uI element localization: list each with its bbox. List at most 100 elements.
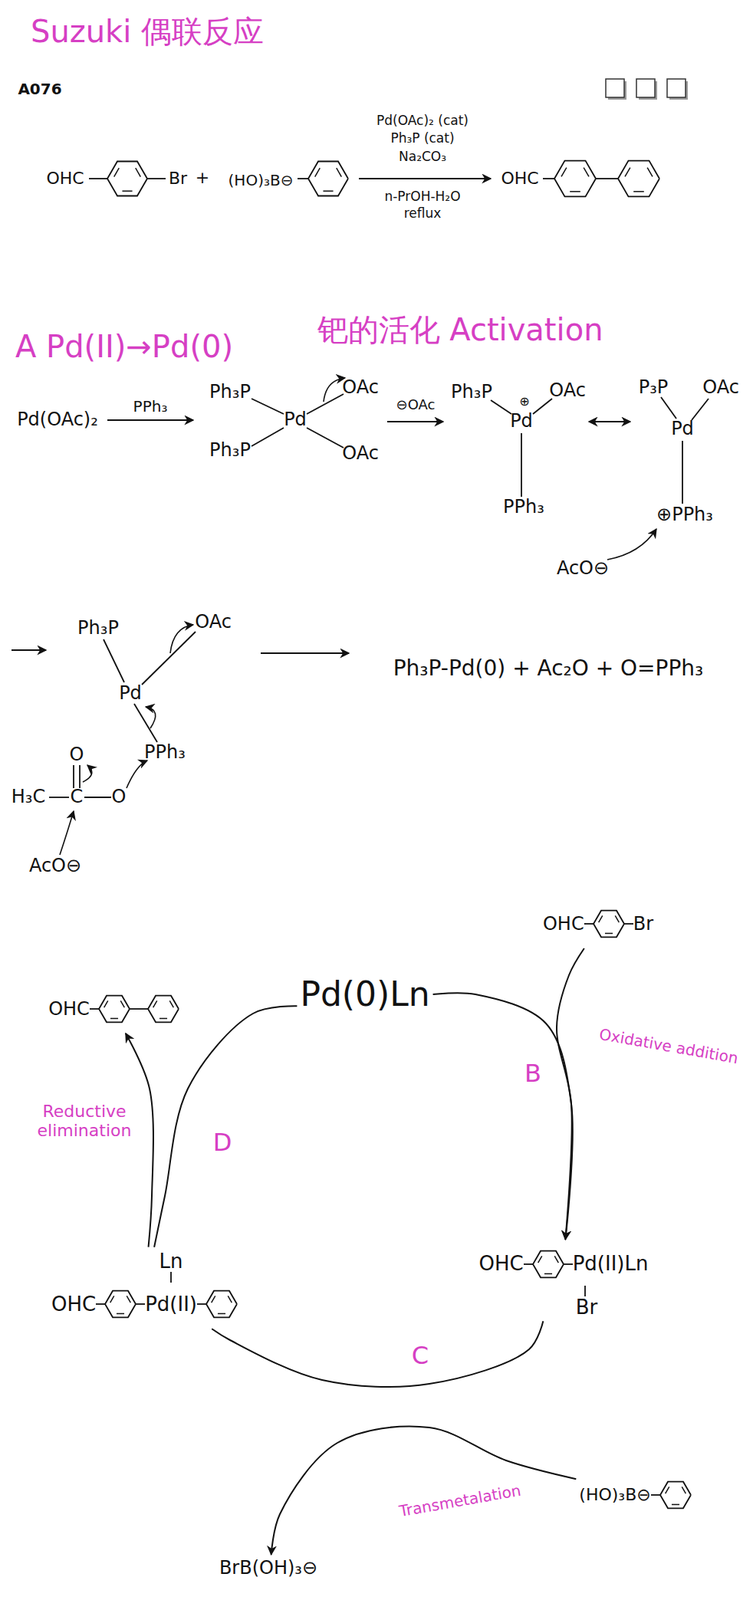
double-bond bbox=[681, 1486, 686, 1494]
double-bond bbox=[217, 1313, 226, 1316]
species-text: BrB(OH)₃⊖ bbox=[219, 1558, 318, 1579]
double-bond bbox=[114, 167, 120, 177]
formula-text: Pd bbox=[670, 418, 694, 441]
cycle-arrow bbox=[154, 1006, 297, 1248]
benzene-ring bbox=[147, 996, 179, 1023]
bond-line bbox=[691, 398, 709, 421]
double-bond bbox=[126, 1296, 131, 1304]
double-bond bbox=[211, 1296, 216, 1304]
step-name: Reductive elimination bbox=[29, 1101, 140, 1142]
double-bond bbox=[159, 1018, 168, 1020]
benzene-ring bbox=[95, 1282, 145, 1326]
section-mark: 钯的活化 Activation bbox=[317, 312, 604, 348]
formula-text: Ph₃P-Pd(0) + Ac₂O + O=PPh₃ bbox=[393, 656, 704, 681]
double-bond bbox=[315, 167, 321, 177]
formula-text: PPh₃ bbox=[503, 496, 545, 519]
double-bond bbox=[633, 190, 645, 193]
formula-text: n-PrOH-H₂O bbox=[384, 189, 461, 205]
formula-text: OAc bbox=[341, 377, 379, 399]
step-name: Transmetalation bbox=[396, 1481, 524, 1521]
benzene-ring bbox=[197, 1282, 241, 1326]
formula-text: Na₂CO₃ bbox=[398, 149, 447, 165]
species-text: Ln bbox=[159, 1250, 184, 1273]
bond-line bbox=[563, 1263, 573, 1266]
bond-line bbox=[197, 1303, 207, 1306]
benzene-ring bbox=[105, 1291, 136, 1319]
formula-text: A076 bbox=[17, 80, 62, 99]
double-bond bbox=[598, 915, 602, 923]
species-text: Br bbox=[575, 1296, 599, 1319]
bond-line bbox=[138, 1008, 148, 1010]
benzene-ring bbox=[584, 902, 634, 946]
reaction-arrow bbox=[260, 652, 349, 655]
benzene-ring bbox=[660, 1482, 691, 1510]
double-bond bbox=[569, 190, 581, 193]
chem-species: BrB(OH)₃⊖ bbox=[216, 1555, 321, 1582]
checkbox bbox=[667, 78, 686, 98]
double-bond bbox=[120, 1000, 125, 1008]
curved-arrow bbox=[170, 624, 194, 654]
bond-line bbox=[584, 1285, 586, 1297]
double-bond bbox=[227, 1296, 232, 1304]
bond-line bbox=[89, 1008, 99, 1010]
bond-line bbox=[134, 703, 158, 743]
section-mark: B bbox=[524, 1059, 542, 1089]
double-bond bbox=[121, 190, 132, 192]
double-bond bbox=[664, 1486, 669, 1494]
species-text: Pd(0)Ln bbox=[299, 976, 430, 1013]
double-bond bbox=[614, 915, 619, 923]
formula-text: O bbox=[69, 744, 85, 767]
double-bond bbox=[561, 167, 567, 178]
double-bond bbox=[544, 1272, 553, 1275]
bond-line bbox=[583, 1285, 587, 1297]
bond-line bbox=[306, 427, 344, 448]
bond-line bbox=[147, 177, 166, 180]
species-text: Pd(II)Ln bbox=[572, 1252, 649, 1276]
double-bond bbox=[624, 167, 631, 178]
curved-arrow bbox=[607, 529, 657, 560]
cycle-arrow bbox=[211, 1321, 543, 1388]
double-bond bbox=[605, 933, 613, 935]
bond-line bbox=[297, 177, 309, 180]
species-text: Br bbox=[633, 914, 654, 934]
bond-line bbox=[624, 923, 634, 925]
cycle-arrow bbox=[271, 1426, 577, 1555]
bond-line bbox=[306, 394, 344, 415]
species-text: Pd(II) bbox=[144, 1293, 198, 1316]
bond-line bbox=[72, 765, 75, 789]
formula-text: Pd(OAc)₂ (cat) bbox=[376, 113, 469, 129]
double-bond bbox=[169, 1000, 174, 1008]
bond-line bbox=[251, 427, 284, 447]
reaction-arrow bbox=[107, 419, 194, 421]
chem-species: OHCBr bbox=[539, 899, 657, 949]
species-text: OHC bbox=[51, 1293, 96, 1316]
chem-species: Pd(0)Ln bbox=[296, 973, 433, 1017]
bond-line bbox=[595, 177, 619, 180]
bond-line bbox=[169, 1272, 173, 1283]
formula-text: AcO⊖ bbox=[556, 558, 609, 580]
cycle-arrow bbox=[556, 948, 585, 1240]
cycle-arrow bbox=[433, 993, 573, 1240]
benzene-ring bbox=[89, 987, 139, 1031]
bond-line bbox=[84, 796, 112, 799]
bond-line bbox=[170, 1272, 172, 1283]
formula-text: C bbox=[70, 786, 84, 809]
cycle-arrow bbox=[125, 1033, 154, 1248]
double-bond bbox=[583, 167, 589, 178]
formula-text: Pd bbox=[118, 683, 142, 705]
formula-text: (HO)₃B⊖ bbox=[228, 171, 294, 190]
bond-line bbox=[523, 1263, 533, 1266]
bond-line bbox=[584, 923, 594, 925]
bond-line bbox=[542, 177, 555, 180]
benzene-ring bbox=[532, 1250, 564, 1278]
bond-line bbox=[490, 400, 512, 415]
resonance-arrow bbox=[588, 420, 631, 423]
chem-species: OHC bbox=[45, 984, 185, 1034]
formula-text: Ph₃P bbox=[209, 440, 251, 462]
double-bond bbox=[647, 167, 653, 178]
bond-line bbox=[520, 433, 523, 497]
double-bond bbox=[110, 1296, 115, 1304]
formula-text: reflux bbox=[404, 206, 442, 222]
curved-arrow bbox=[59, 811, 74, 855]
benzene-ring bbox=[651, 1473, 694, 1517]
